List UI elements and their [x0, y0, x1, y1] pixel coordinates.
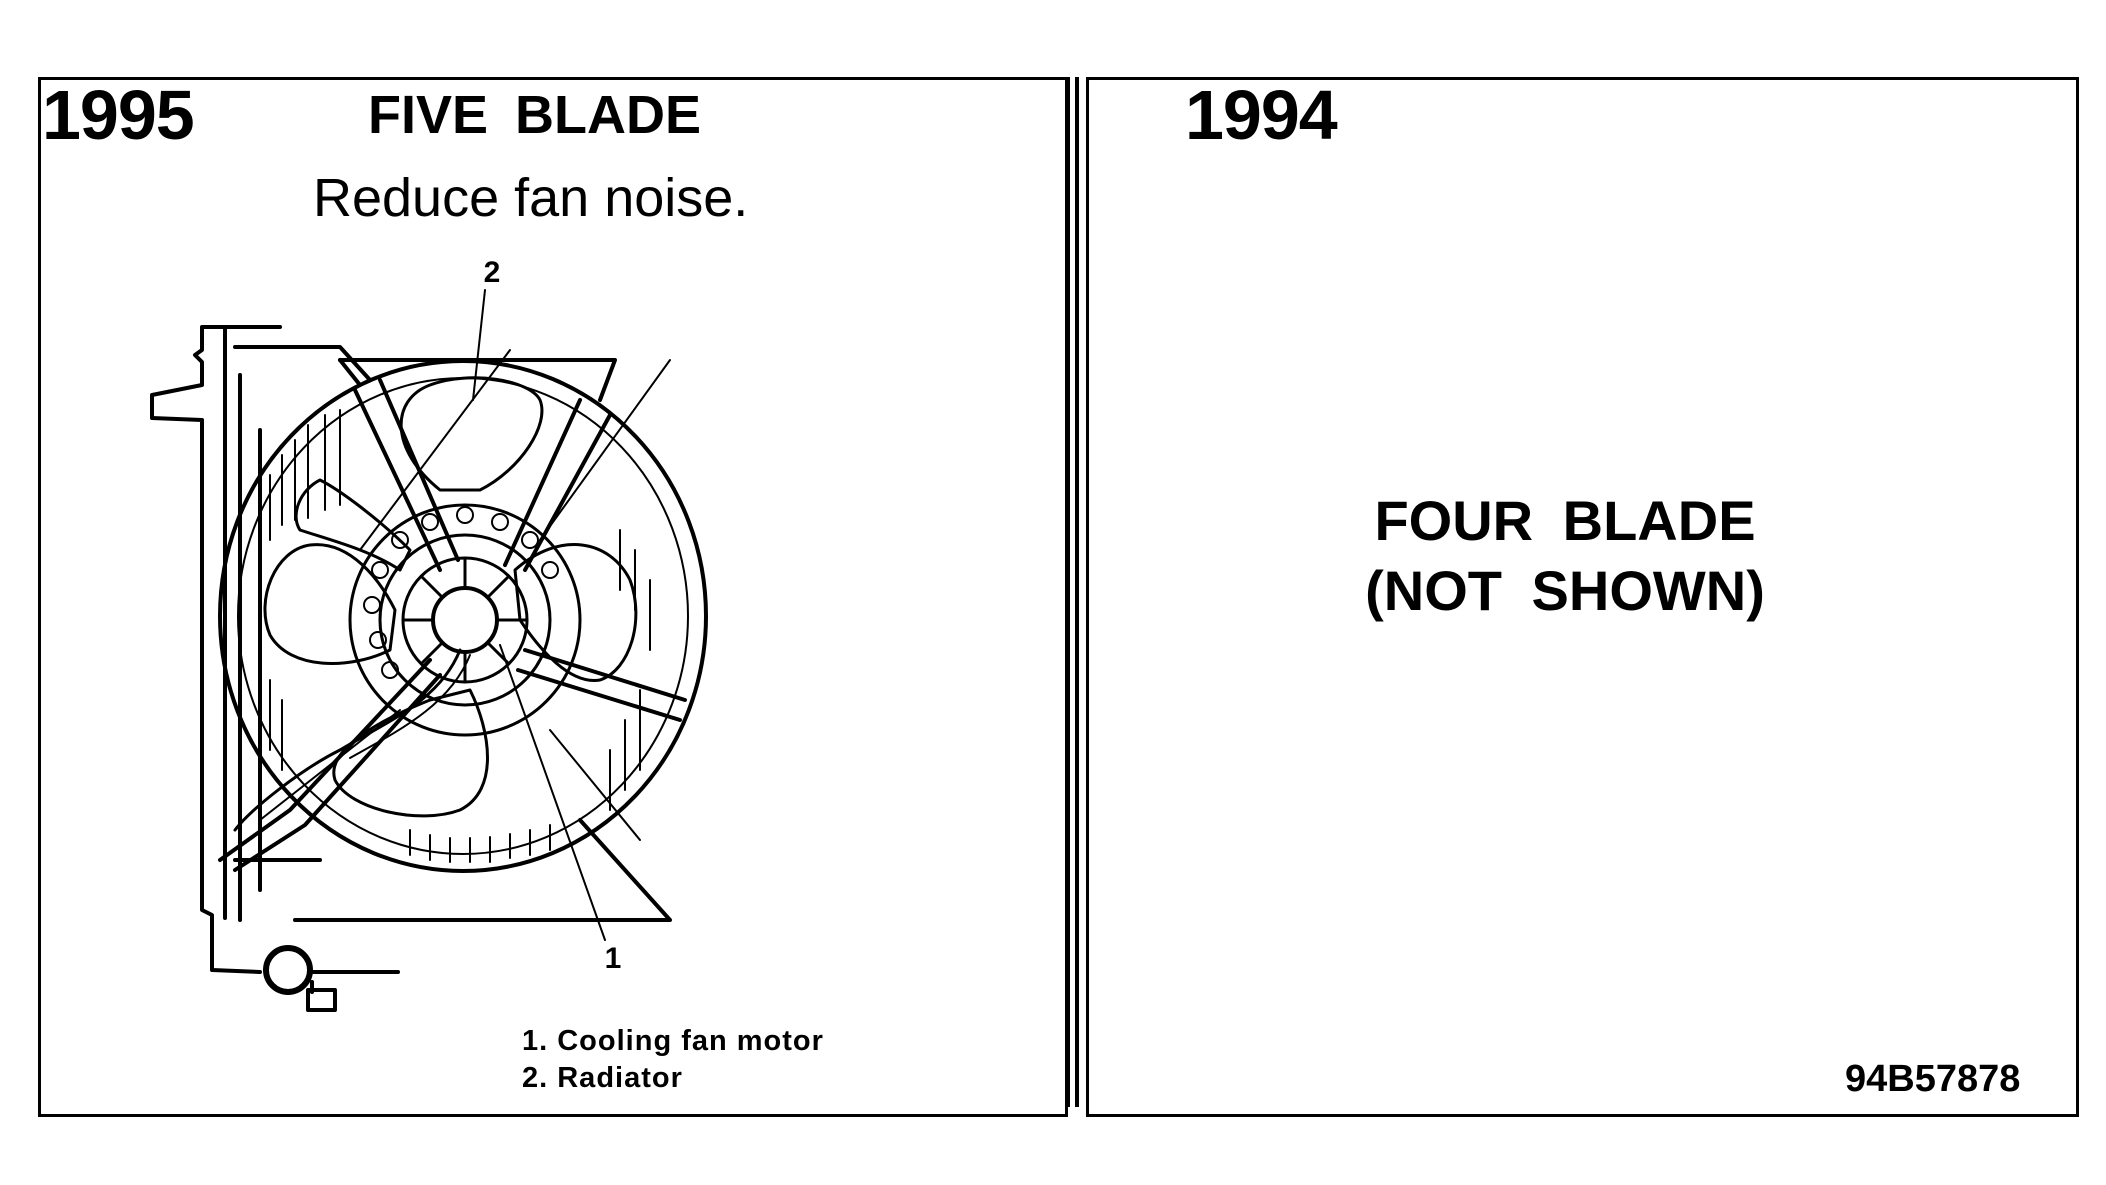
- drain-plug: [263, 945, 313, 995]
- four-blade-line: FOUR BLADE: [1374, 489, 1756, 552]
- panel-1994: [1086, 77, 2079, 1117]
- year-1994-label: 1994: [1185, 76, 1338, 154]
- motor-wire-harness: [233, 648, 462, 832]
- fan-blade: [294, 478, 412, 572]
- fan-blade: [513, 543, 638, 682]
- callout-1-leader: [499, 644, 606, 941]
- radiator-outline: [150, 325, 672, 974]
- fan-shroud-rim: [218, 359, 708, 873]
- five-blade-heading: FIVE BLADE: [368, 85, 702, 145]
- cooling-fan-motor-hub: [348, 503, 582, 737]
- reduce-noise-caption: Reduce fan noise.: [313, 168, 749, 228]
- callout-1-number: 1: [605, 942, 622, 975]
- not-shown-line: (NOT SHOWN): [1365, 559, 1765, 622]
- fan-blade: [263, 543, 397, 665]
- panel-divider-line: [1075, 77, 1079, 1107]
- panel-divider-line: [1066, 77, 1070, 1107]
- shroud-hatching: [259, 409, 651, 863]
- motor-support-struts: [218, 349, 687, 872]
- fan-blades: [263, 376, 638, 818]
- year-1995-label: 1995: [42, 76, 195, 154]
- fan-blade: [332, 688, 489, 818]
- cooling-fan-diagram: 2 1: [150, 256, 708, 1012]
- panel-1995: [38, 77, 1068, 1117]
- figure-id-label: 94B57878: [1845, 1058, 2021, 1100]
- four-blade-note: FOUR BLADE (NOT SHOWN): [1280, 486, 1850, 626]
- callout-2-leader: [472, 289, 486, 401]
- legend-item-cooling-fan-motor: 1. Cooling fan motor: [522, 1025, 824, 1057]
- legend-item-radiator: 2. Radiator: [522, 1062, 683, 1094]
- callout-2-number: 2: [484, 256, 501, 289]
